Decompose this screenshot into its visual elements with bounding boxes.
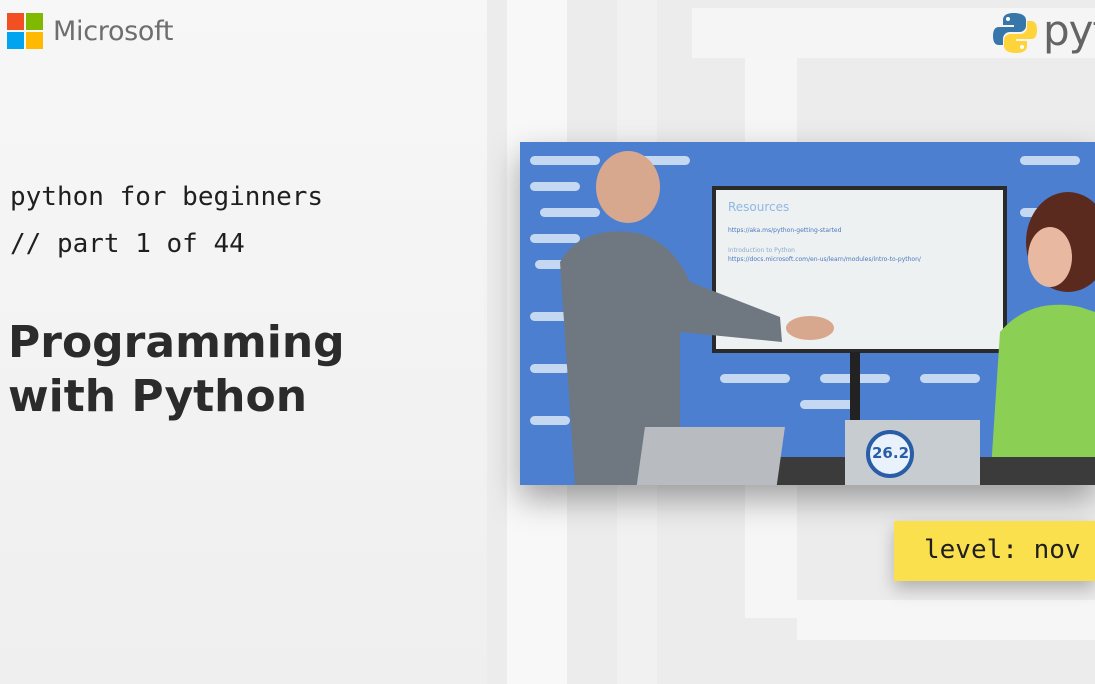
screen-link-label: Introduction to Python (728, 247, 795, 254)
episode-title-line2: with Python (8, 371, 308, 422)
wall-slat (530, 234, 580, 243)
wall-slat (920, 374, 980, 383)
wall-slat (720, 374, 790, 383)
level-text: level: nov (924, 535, 1081, 565)
microsoft-logo: Microsoft (7, 13, 173, 49)
wall-slat (530, 364, 570, 373)
left-panel (0, 0, 487, 684)
video-frame: Resources https://aka.ms/python-getting-… (520, 142, 1095, 485)
wall-slat (535, 260, 575, 269)
python-icon (993, 13, 1037, 53)
wall-slat (540, 208, 600, 217)
sticker-label: 26.2 (872, 444, 910, 462)
sticker (866, 430, 914, 478)
screen-link: https://aka.ms/python-getting-started (728, 227, 842, 234)
laptop-left (636, 427, 785, 485)
presenter-left-head (596, 151, 660, 223)
microsoft-wordmark: Microsoft (53, 15, 174, 47)
presenter-right-top (990, 304, 1095, 485)
wall-slat (530, 182, 580, 191)
screen-heading: Resources (728, 200, 790, 214)
level-badge: level: nov (894, 521, 1095, 581)
series-part: // part 1 of 44 (10, 229, 245, 259)
wall-slat (1020, 156, 1080, 165)
python-logo: pyt (993, 6, 1095, 55)
ms-square-red (7, 13, 24, 30)
presenters-illustration (560, 151, 1095, 485)
wall-slat (530, 156, 600, 165)
wall-slat (800, 400, 860, 409)
presenter-left-hand (786, 316, 834, 340)
episode-title-line1: Programming (8, 317, 345, 368)
presenter-right-face (1028, 227, 1072, 287)
bg-stripe (797, 600, 1095, 640)
wall-slat (530, 312, 570, 321)
episode-title: Programming with Python (8, 316, 345, 424)
ms-square-green (26, 13, 43, 30)
python-wordmark: pyt (1043, 5, 1095, 55)
microsoft-grid-icon (7, 13, 43, 49)
series-subtitle: python for beginners (10, 182, 324, 212)
wall-slat (530, 416, 570, 425)
presenter-left-hoodie (560, 231, 782, 485)
ms-square-yellow (26, 32, 43, 49)
screen-stand (850, 352, 860, 442)
ms-square-blue (7, 32, 24, 49)
screen-link: https://docs.microsoft.com/en-us/learn/m… (728, 256, 921, 263)
wall-slat (620, 156, 690, 165)
